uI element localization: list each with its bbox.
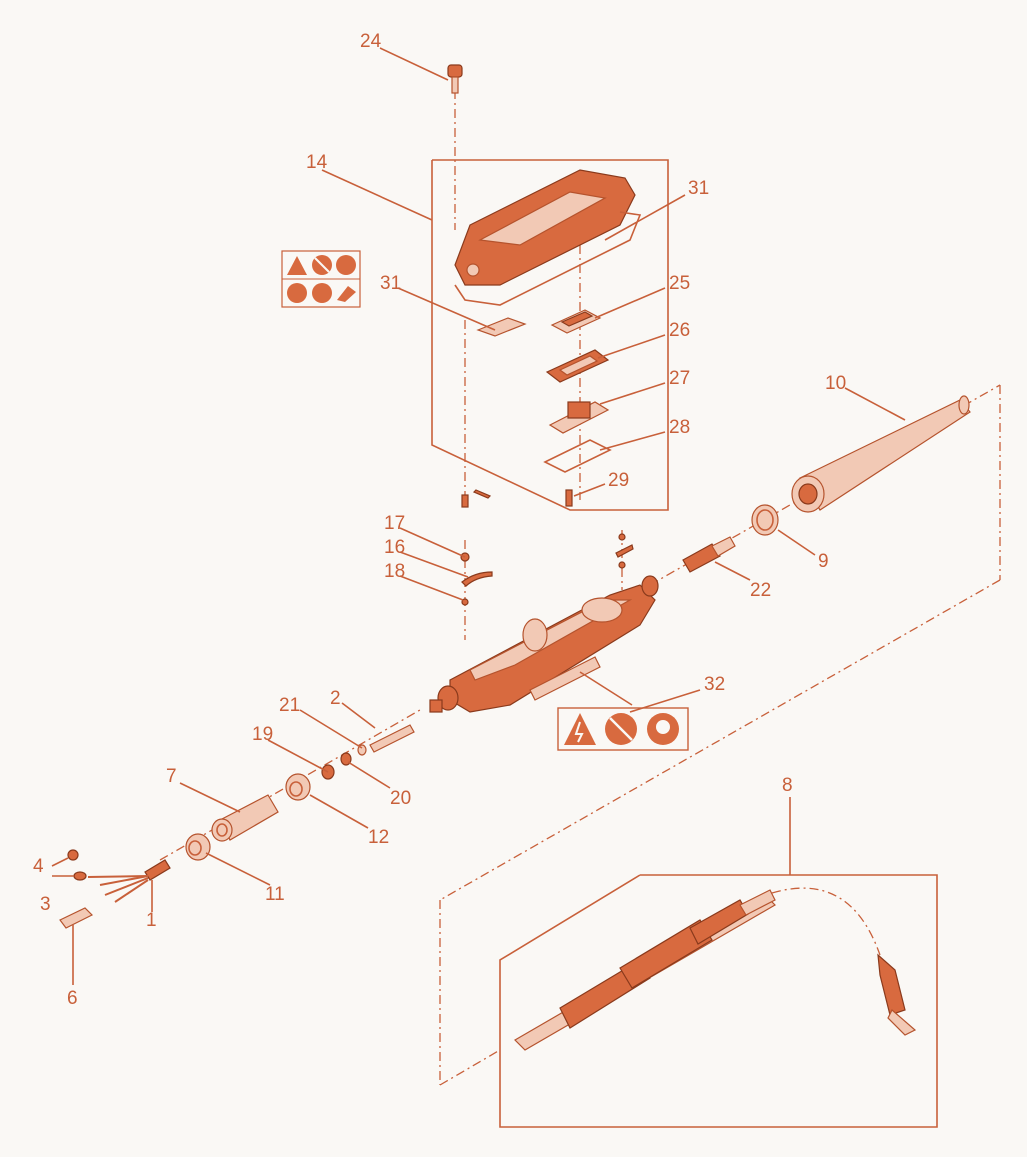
safety-boots-icon — [287, 283, 307, 303]
callout-28: 28 — [669, 417, 690, 438]
eye-protection-icon — [647, 713, 679, 745]
part-2-rod — [369, 724, 415, 753]
part-31-label — [476, 317, 527, 337]
no-water-icon — [605, 713, 637, 745]
leader-lines — [51, 47, 906, 985]
callout-19: 19 — [252, 724, 273, 745]
part-26-frame — [545, 349, 610, 383]
part-9-ring — [751, 504, 779, 536]
warning-electric-icon — [287, 256, 307, 275]
parts-16-17-18 — [460, 533, 634, 606]
callout-12: 12 — [368, 827, 389, 848]
callout-14: 14 — [306, 152, 328, 173]
no-water-icon — [312, 255, 332, 275]
read-manual-icon — [336, 255, 356, 275]
part-22-connector — [682, 536, 736, 573]
part-32-warning-label — [557, 707, 689, 751]
callout-31: 31 — [380, 273, 401, 294]
warning-electric-icon — [564, 713, 596, 745]
callout-27: 27 — [669, 368, 690, 389]
part-28-gasket — [543, 439, 612, 473]
callout-6: 6 — [67, 988, 78, 1009]
callout-26: 26 — [669, 320, 690, 341]
callout-22: 22 — [750, 580, 771, 601]
part-6-sleeve — [59, 907, 94, 929]
part-screw-left — [461, 489, 492, 508]
callout-7: 7 — [166, 766, 177, 787]
top-warning-label — [281, 250, 361, 308]
callout-29: 29 — [608, 470, 629, 491]
hose-assembly-box — [499, 874, 938, 1128]
callout-25: 25 — [669, 273, 690, 294]
switch-assembly-box — [431, 159, 669, 511]
part-29-screw — [565, 489, 573, 507]
callout-8: 8 — [782, 775, 793, 796]
main-housing — [429, 575, 659, 713]
callout-4: 4 — [33, 856, 44, 877]
part-27-switch — [548, 401, 610, 434]
ear-protection-icon — [312, 283, 332, 303]
callout-labels: 24 14 31 31 25 26 27 28 29 10 9 22 17 16… — [33, 31, 846, 1009]
callout-10: 10 — [825, 373, 846, 394]
part-10-boot — [791, 395, 971, 513]
callout-32: 32 — [704, 674, 725, 695]
hand-warning-icon — [337, 286, 356, 302]
part-1-cable — [87, 859, 171, 903]
part-14-switch-cover — [454, 169, 642, 306]
part-7-sleeve — [211, 794, 279, 842]
callout-2: 2 — [330, 688, 341, 709]
callout-21: 21 — [279, 695, 300, 716]
callout-17: 17 — [384, 513, 405, 534]
callout-24: 24 — [360, 31, 382, 52]
callout-3: 3 — [40, 894, 51, 915]
callout-16: 16 — [384, 537, 405, 558]
callout-11: 11 — [265, 884, 285, 905]
callout-30: 31 — [688, 178, 709, 199]
part-24-screw — [447, 64, 463, 94]
part-25-gasket — [550, 309, 602, 334]
callout-20: 20 — [390, 788, 411, 809]
callout-1: 1 — [146, 910, 157, 931]
part-12-ring — [285, 773, 311, 801]
callout-18: 18 — [384, 561, 405, 582]
part-11-ring — [185, 833, 211, 861]
part-8-hose-assembly — [514, 887, 917, 1051]
callout-9: 9 — [818, 551, 829, 572]
parts-3-4 — [67, 849, 87, 881]
